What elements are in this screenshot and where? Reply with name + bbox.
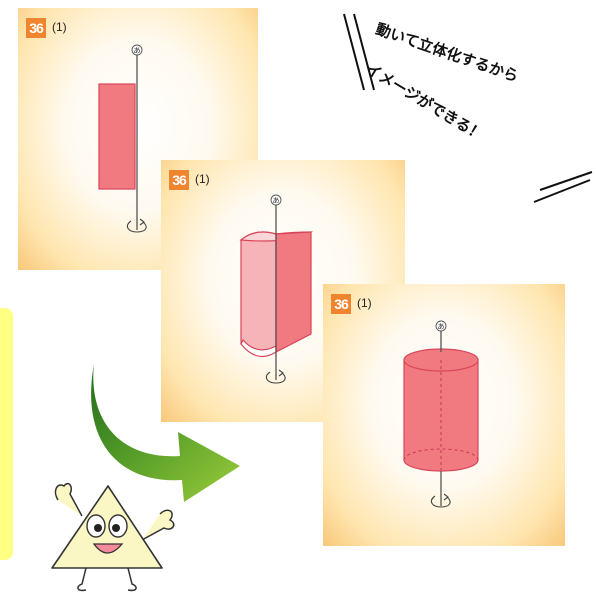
axis-label-marker bbox=[131, 44, 143, 56]
axis-label: あ bbox=[438, 323, 445, 331]
curved-green-arrow-icon bbox=[91, 364, 240, 502]
mascot-mouth bbox=[92, 543, 124, 554]
step-panel-3-cylinder: 36 (1) あ bbox=[323, 284, 565, 546]
triangle-mascot-icon bbox=[51, 482, 175, 592]
problem-number-badge: 36 bbox=[26, 18, 46, 38]
speed-lines-icon bbox=[533, 171, 593, 203]
speed-line bbox=[353, 13, 375, 91]
rectangle-figure: あ bbox=[98, 44, 147, 233]
step-panel-1-rectangle: 36 (1) あ bbox=[18, 8, 258, 270]
mascot-body bbox=[51, 485, 163, 569]
problem-sub-number: (1) bbox=[357, 296, 372, 310]
speed-line bbox=[343, 13, 365, 91]
mascot-right-leg bbox=[127, 567, 137, 592]
axis-label: あ bbox=[273, 197, 280, 205]
speed-line bbox=[533, 179, 591, 203]
curved-surface bbox=[240, 231, 277, 355]
side-yellow-strip bbox=[0, 308, 13, 560]
arrow-shape bbox=[91, 364, 240, 502]
mascot-right-arm bbox=[141, 509, 175, 541]
rotation-arrow-head bbox=[278, 369, 284, 377]
mascot-left-arm bbox=[54, 482, 83, 517]
mascot-left-pupil bbox=[94, 524, 102, 532]
rotation-arrow-head bbox=[443, 493, 449, 501]
speed-line bbox=[539, 171, 593, 191]
caption: 動いて立体化するから イメージができる！ bbox=[363, 10, 585, 160]
hidden-back-edge bbox=[403, 448, 479, 461]
pink-rectangle bbox=[98, 83, 136, 190]
rotation-arrow-icon bbox=[126, 220, 147, 233]
problem-number-badge: 36 bbox=[331, 294, 351, 314]
rotation-arrow-head bbox=[139, 218, 145, 226]
problem-number-badge: 36 bbox=[169, 170, 189, 190]
problem-sub-number: (1) bbox=[195, 172, 210, 186]
speed-lines-icon bbox=[343, 13, 375, 91]
half-cylinder-figure: あ bbox=[239, 194, 314, 384]
mascot-left-leg bbox=[77, 567, 87, 592]
cylinder-figure: あ bbox=[403, 320, 479, 508]
axis-label-marker bbox=[270, 194, 282, 206]
mascot-right-pupil bbox=[112, 524, 120, 532]
rotation-arrow-icon bbox=[430, 495, 451, 508]
axis-label-marker bbox=[435, 320, 447, 332]
rotation-arrow-icon bbox=[265, 371, 286, 384]
flat-face bbox=[275, 231, 312, 353]
axis-label: あ bbox=[134, 47, 141, 55]
problem-sub-number: (1) bbox=[52, 20, 67, 34]
